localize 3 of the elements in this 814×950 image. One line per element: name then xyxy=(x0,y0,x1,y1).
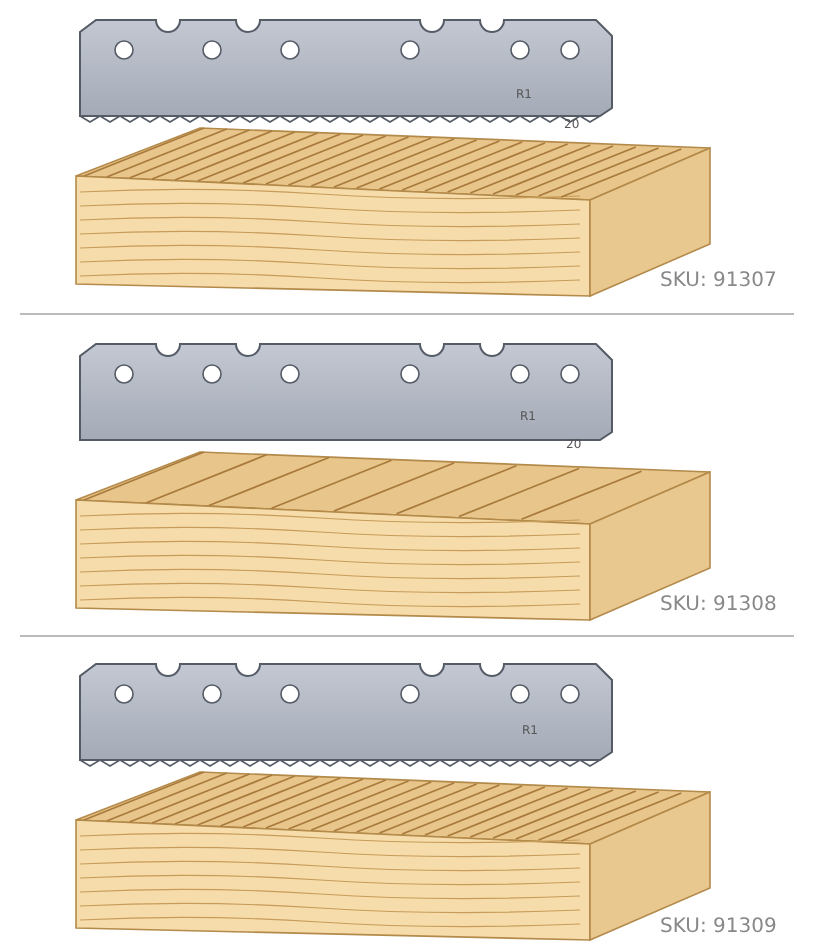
sku-label: SKU: 91308 xyxy=(660,596,777,616)
sku-label: SKU: 91309 xyxy=(660,918,777,938)
sku-label: SKU: 91307 xyxy=(660,272,777,292)
